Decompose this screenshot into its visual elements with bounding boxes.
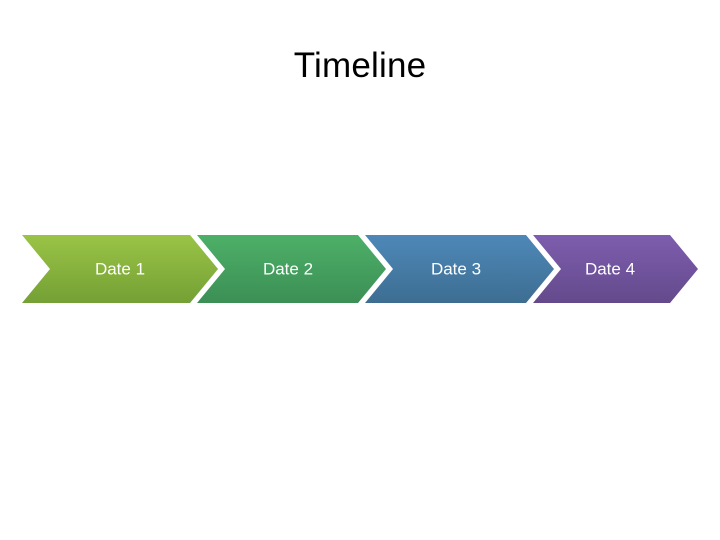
chevron-shape-3[interactable] bbox=[358, 235, 556, 303]
chevron-shape-4[interactable] bbox=[526, 235, 698, 303]
chevron-label-1: Date 1 bbox=[95, 259, 145, 278]
timeline-step-1[interactable]: Date 1 bbox=[22, 235, 220, 303]
chevron-separator-1 bbox=[190, 235, 225, 303]
timeline-chevron-group: Date 1 Date 2 Date 3 Date 4 bbox=[0, 232, 720, 308]
chevron-shape-2[interactable] bbox=[190, 235, 388, 303]
chevron-separator-2 bbox=[358, 235, 393, 303]
page-title: Timeline bbox=[293, 46, 427, 85]
chevron-shape-1[interactable] bbox=[22, 235, 220, 303]
timeline-step-2[interactable]: Date 2 bbox=[190, 235, 388, 303]
chevron-label-4: Date 4 bbox=[585, 259, 635, 278]
chevron-label-3: Date 3 bbox=[431, 259, 481, 278]
timeline-step-3[interactable]: Date 3 bbox=[358, 235, 556, 303]
chevron-label-2: Date 2 bbox=[263, 259, 313, 278]
timeline-svg: Date 1 Date 2 Date 3 Date 4 bbox=[22, 235, 698, 303]
chevron-separator-3 bbox=[526, 235, 561, 303]
timeline-step-4[interactable]: Date 4 bbox=[526, 235, 698, 303]
